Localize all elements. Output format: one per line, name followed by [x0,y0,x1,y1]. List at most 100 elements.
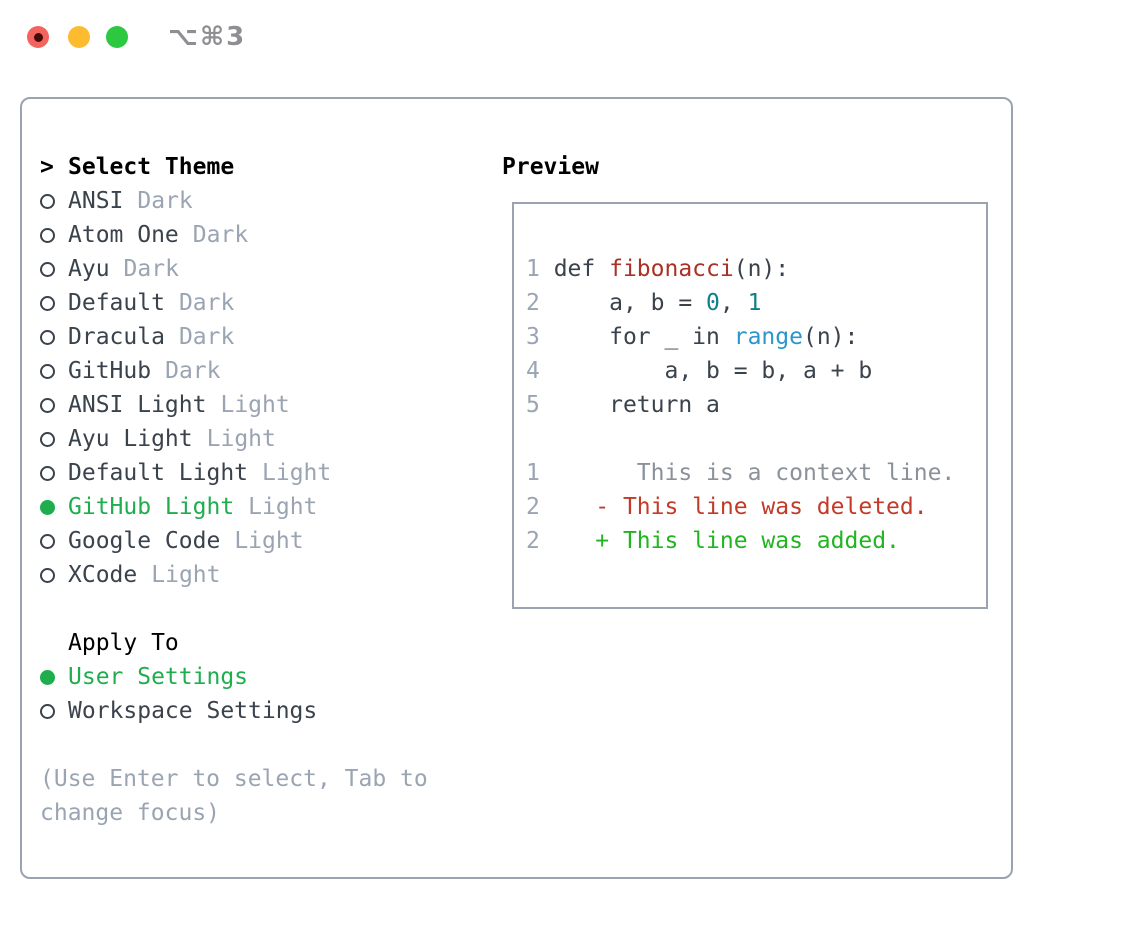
option-label: GitHub Light [68,494,235,520]
code-segment: a, b = b, a + b [553,358,873,384]
radio-slot [40,499,68,515]
window-title: ⌥⌘3 [168,22,247,52]
variant-label: Light [234,528,304,554]
line-number: 2 [526,290,554,316]
theme-option[interactable]: Default Dark [40,286,428,320]
variant-label: Light [220,392,290,418]
option-label: Ayu Light [68,426,193,452]
radio-slot [40,431,68,447]
radio-slot [40,261,68,277]
code-segment: range [733,324,803,350]
diff-line: 2 + This line was added. [526,524,976,558]
diff-line: 1 This is a context line. [526,456,976,490]
select-theme-title: Select Theme [68,154,235,180]
variant-label: Light [262,460,332,486]
line-number: 1 [526,460,554,486]
preview-title: Preview [502,154,599,180]
radio-icon [40,261,55,277]
radio-icon [40,193,55,209]
apply-to-title: Apply To [68,630,179,656]
variant-label: Dark [137,188,193,214]
line-number: 2 [526,494,554,520]
code-segment: for _ in [553,324,734,350]
radio-icon [40,465,55,481]
code-segment: , [719,290,748,316]
code-segment: + This line was added. [553,528,900,554]
radio-slot [40,533,68,549]
radio-selected-icon [40,499,55,515]
theme-option[interactable]: ANSI Light Light [40,388,428,422]
option-label: ANSI Light [68,392,207,418]
code-segment: - This line was deleted. [553,494,928,520]
apply-to-header: Apply To [40,626,428,660]
code-segment: This is a context line. [553,460,956,486]
theme-option[interactable]: Ayu Dark [40,252,428,286]
spacer [526,422,976,456]
code-segment: (n): [733,256,790,282]
close-dot-icon [33,32,43,42]
line-number: 4 [526,358,554,384]
apply-option[interactable]: Workspace Settings [40,694,428,728]
theme-option[interactable]: Default Light Light [40,456,428,490]
zoom-button[interactable] [106,26,128,48]
code-line: 1 def fibonacci(n): [526,252,976,286]
radio-slot [40,295,68,311]
radio-icon [40,363,55,379]
radio-slot [40,363,68,379]
diff-preview-block: 1 This is a context line.2 - This line w… [526,456,976,558]
radio-icon [40,397,55,413]
diff-line: 2 - This line was deleted. [526,490,976,524]
variant-label: Dark [165,358,221,384]
theme-option[interactable]: GitHub Light Light [40,490,428,524]
close-button[interactable] [27,26,49,48]
line-number: 1 [526,256,554,282]
variant-label: Dark [192,222,249,248]
radio-selected-icon [40,669,55,685]
hint-text-line2: change focus) [40,800,221,826]
option-label: GitHub [68,358,152,384]
radio-icon [40,431,55,447]
radio-icon [40,567,55,583]
apply-option[interactable]: User Settings [40,660,428,694]
select-theme-header: >Select Theme [40,150,428,184]
option-label: User Settings [68,664,249,690]
spacer [40,728,428,762]
code-segment: (n): [802,324,859,350]
radio-icon [40,227,55,243]
code-segment: fibonacci [609,256,734,282]
radio-slot [40,193,68,209]
minimize-button[interactable] [68,26,90,48]
hint-text-line1: (Use Enter to select, Tab to [40,766,428,792]
variant-label: Light [248,494,318,520]
option-label: ANSI [68,188,124,214]
radio-slot [40,703,68,719]
option-label: Ayu [68,256,110,282]
code-line: 4 a, b = b, a + b [526,354,976,388]
code-segment: 1 [747,290,762,316]
variant-label: Light [151,562,221,588]
variant-label: Dark [178,290,235,316]
radio-icon [40,329,55,345]
line-number: 2 [526,528,554,554]
option-label: Default Light [68,460,249,486]
theme-option[interactable]: GitHub Dark [40,354,428,388]
code-segment: def [553,256,610,282]
option-label: Default [68,290,165,316]
variant-label: Dark [123,256,179,282]
radio-slot [40,567,68,583]
variant-label: Dark [178,324,235,350]
theme-option[interactable]: ANSI Dark [40,184,428,218]
radio-icon [40,295,55,311]
spacer [40,592,428,626]
line-number: 5 [526,392,554,418]
